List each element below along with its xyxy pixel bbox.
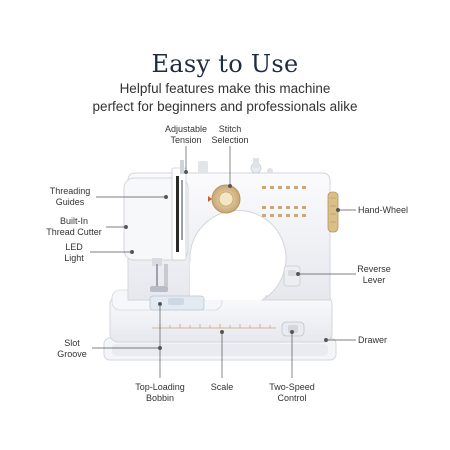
subtitle-line-2: perfect for beginners and professionals … (92, 99, 358, 114)
leader-reverse-dot (296, 272, 300, 276)
stitch-dial (208, 184, 241, 214)
label-threading-guides: Threading Guides (44, 186, 96, 208)
reverse-lever (283, 265, 301, 287)
label-line: LED (65, 242, 83, 252)
leader-bobbin-dot (158, 302, 162, 306)
label-line: Tension (170, 135, 202, 145)
label-line: Bobbin (145, 393, 175, 403)
label-line: Thread Cutter (46, 227, 102, 237)
callout-leaders (90, 146, 356, 378)
two-speed-switch (281, 321, 305, 337)
leader-tension-dot (184, 170, 188, 174)
label-line: Scale (210, 382, 234, 392)
subtitle-line-1: Helpful features make this machine (119, 81, 331, 96)
label-line: Top-Loading (135, 382, 185, 392)
label-line: Hand-Wheel (358, 205, 409, 215)
label-line: Built-In (59, 216, 88, 226)
label-thread-cutter: Built-In Thread Cutter (42, 216, 106, 238)
label-line: Lever (362, 275, 386, 285)
stitch-chart (262, 186, 306, 217)
bobbin-cover (149, 295, 205, 311)
page-title: Easy to Use (151, 50, 299, 78)
label-line: Drawer (358, 335, 388, 345)
leader-speed-dot (290, 330, 294, 334)
label-drawer: Drawer (358, 335, 408, 346)
leader-scale-dot (220, 330, 224, 334)
machine-head (123, 158, 273, 261)
label-scale: Scale (200, 382, 244, 393)
label-line: Groove (57, 349, 87, 359)
label-line: Two-Speed (269, 382, 315, 392)
label-line: Adjustable (164, 124, 208, 134)
leader-handwheel-dot (336, 208, 340, 212)
label-led-light: LED Light (58, 242, 90, 264)
label-line: Reverse (357, 264, 391, 274)
leader-cutter-dot (124, 225, 128, 229)
label-line: Light (64, 253, 84, 263)
machine-base (103, 337, 337, 361)
label-line: Threading (49, 186, 91, 196)
page-subtitle: Helpful features make this machine perfe… (60, 80, 390, 116)
label-line: Control (277, 393, 307, 403)
label-two-speed: Two-Speed Control (264, 382, 320, 404)
label-stitch-selection: Stitch Selection (206, 124, 254, 146)
label-reverse-lever: Reverse Lever (350, 264, 398, 286)
label-adjustable-tension: Adjustable Tension (160, 124, 212, 146)
label-bobbin: Top-Loading Bobbin (130, 382, 190, 404)
hand-wheel (327, 191, 339, 233)
label-line: Selection (211, 135, 249, 145)
leader-led-dot (130, 250, 134, 254)
label-line: Stitch (218, 124, 242, 134)
leader-threading-dot (164, 195, 168, 199)
label-line: Guides (55, 197, 85, 207)
label-hand-wheel: Hand-Wheel (358, 205, 418, 216)
leader-drawer-dot (324, 338, 328, 342)
leader-stitch-dot (228, 184, 232, 188)
label-slot-groove: Slot Groove (52, 338, 92, 360)
label-line: Slot (64, 338, 80, 348)
needle-assembly (150, 258, 168, 292)
